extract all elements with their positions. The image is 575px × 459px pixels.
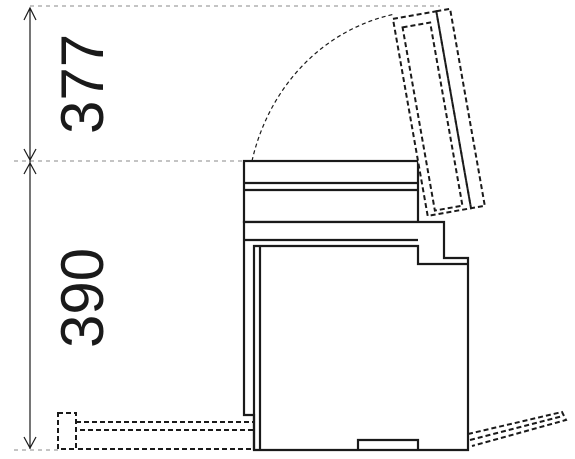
printer-base	[242, 220, 470, 452]
dimension-line	[23, 6, 37, 450]
front-tray-extension	[57, 412, 255, 450]
rear-tray-extension	[467, 410, 568, 447]
arrow-up-icon	[23, 6, 37, 21]
lid-swing-arc	[251, 13, 396, 162]
printer-body	[242, 159, 470, 452]
scanner-unit	[242, 159, 420, 224]
open-lid	[391, 7, 486, 218]
paper-cassette-handle	[356, 438, 420, 450]
arrow-up-icon	[23, 161, 37, 175]
arrow-down-icon	[23, 148, 37, 162]
arrow-down-icon	[23, 436, 37, 450]
upper-dimension-label: 377	[49, 34, 116, 134]
lower-dimension-label: 390	[49, 248, 116, 348]
